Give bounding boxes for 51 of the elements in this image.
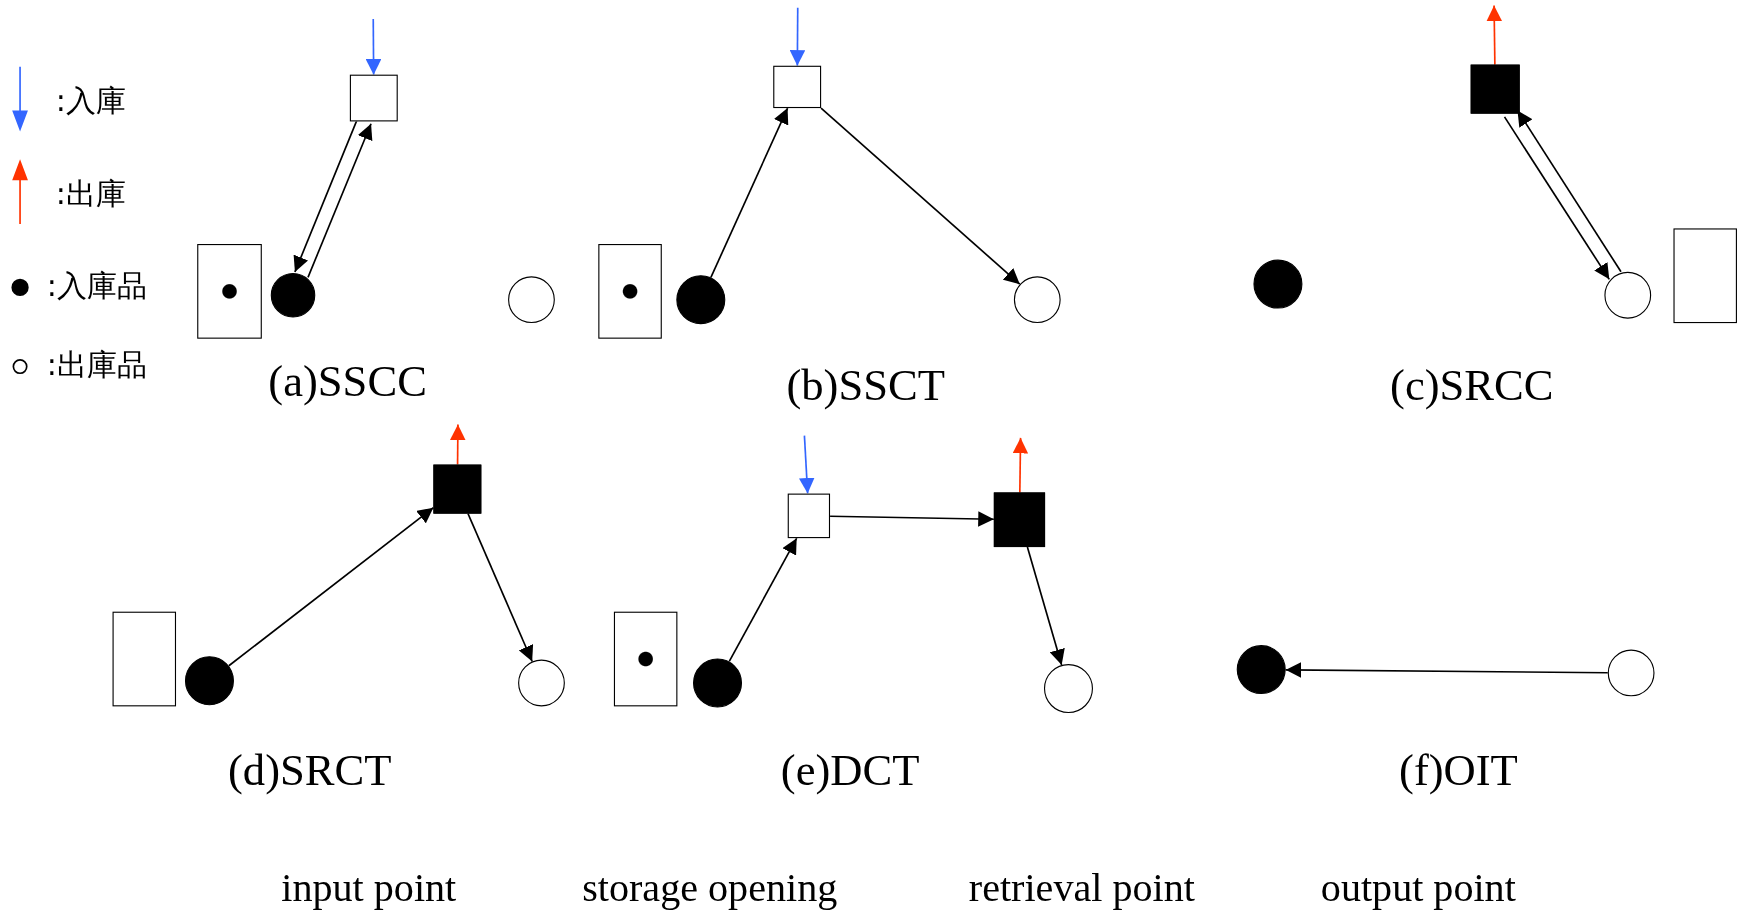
open-circle (1604, 271, 1652, 319)
open-circle (508, 276, 555, 324)
arrow (365, 18, 382, 76)
filled-circle (693, 658, 743, 708)
arrow (829, 511, 995, 527)
filled-circle (1253, 259, 1303, 309)
legend-text: :出庫 (55, 178, 126, 209)
arrow (1486, 4, 1503, 66)
arrow (1503, 116, 1611, 281)
legend-text: :入庫品 (46, 270, 148, 301)
filled-circle (270, 272, 316, 318)
arrow (1026, 546, 1065, 666)
arrow (1012, 437, 1029, 494)
open-circle (1043, 664, 1093, 714)
filled-circle (184, 656, 234, 706)
arrow (1284, 662, 1609, 678)
axis-label: storage opening (582, 867, 838, 909)
axis-label: output point (1320, 867, 1516, 909)
panel-caption: (a)SSCC (268, 358, 427, 404)
arrow (710, 107, 789, 279)
arrow (728, 537, 798, 663)
filled-square (1470, 64, 1520, 114)
open-square (349, 74, 398, 122)
rectangle (112, 611, 177, 707)
legend-text: :入庫 (55, 85, 126, 116)
axis-label: retrieval point (968, 867, 1195, 909)
panel-caption: (b)SSCT (786, 363, 945, 408)
arrow (467, 512, 534, 663)
arrow (228, 506, 435, 667)
arrow (820, 107, 1021, 286)
open-circle (518, 659, 565, 707)
open-circle (1607, 649, 1655, 697)
open-circle (1013, 276, 1061, 324)
axis-label: input point (281, 867, 457, 909)
open-square (787, 493, 831, 539)
legend-text: :出庫品 (46, 349, 148, 380)
filled-square (993, 492, 1046, 548)
filled-circle (676, 275, 726, 325)
arrow (307, 122, 373, 279)
filled-square (433, 464, 482, 514)
filled-circle (1236, 645, 1286, 695)
panel-caption: (e)DCT (780, 748, 920, 794)
panel-caption: (c)SRCC (1390, 363, 1554, 408)
arrow (789, 6, 806, 67)
arrow (1516, 109, 1622, 273)
open-square (773, 65, 822, 109)
arrow (450, 423, 466, 466)
arrow (799, 434, 815, 495)
panel-caption: (d)SRCT (228, 748, 392, 794)
panel-caption: (f)OIT (1399, 748, 1518, 794)
rectangle (1673, 228, 1737, 324)
